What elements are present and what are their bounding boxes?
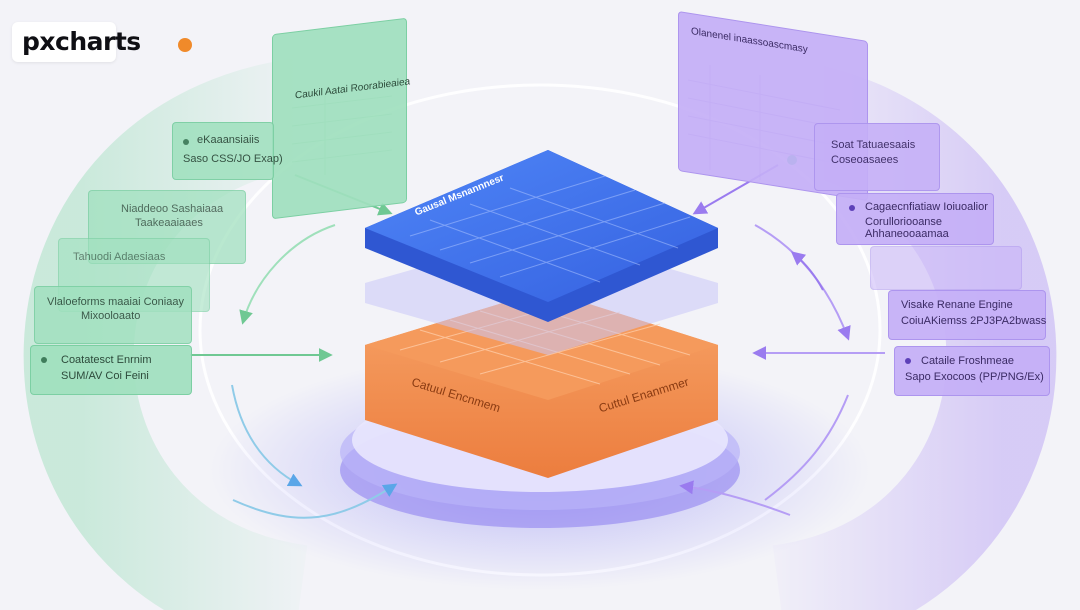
right-card-d-bullet-icon bbox=[905, 358, 911, 364]
left-data-panel: Caukil Aatai Roorabieaiea bbox=[272, 17, 411, 220]
left-card-d-subtitle: Mixooloaato bbox=[81, 310, 141, 322]
left-data-panel-title: Caukil Aatai Roorabieaiea bbox=[295, 76, 411, 102]
left-card-e-subtitle: SUM/AV Coi Feini bbox=[61, 370, 149, 382]
right-card-d: Cataile Froshmeae Sapo Exocoos (PP/PNG/E… bbox=[894, 346, 1050, 396]
right-card-b: Cagaecnfiatiaw Ioiuoalior Corulloriooans… bbox=[836, 193, 994, 245]
right-card-a-title: Soat Tatuaesaais bbox=[831, 139, 916, 151]
right-card-b-title: Cagaecnfiatiaw Ioiuoalior bbox=[865, 201, 988, 213]
left-card-csv-subtitle: Saso CSS/JO Exap) bbox=[183, 153, 283, 165]
right-card-a: Soat Tatuaesaais Coseoasaees bbox=[814, 123, 940, 191]
right-card-b-bullet-icon bbox=[849, 205, 855, 211]
brand-badge: pxcharts bbox=[12, 22, 141, 62]
right-card-c: Visake Renane Engine CoiuAKiemss 2PJ3PA2… bbox=[888, 290, 1046, 340]
brand-dot-icon bbox=[178, 38, 192, 52]
left-card-c-title: Tahuodi Adaesiaas bbox=[73, 251, 166, 263]
brand-name: pxcharts bbox=[22, 27, 141, 56]
left-card-csv-title: eKaaansiaiis bbox=[197, 134, 260, 146]
left-card-csv: eKaaansiaiis Saso CSS/JO Exap) bbox=[172, 122, 283, 180]
right-data-panel-title: Olanenel inaassoascmasy bbox=[691, 26, 808, 56]
left-card-d: Vlaloeforms maaiai Coniaay Mixooloaato bbox=[34, 286, 192, 344]
left-card-e-title: Coatatesct Enrnim bbox=[61, 354, 152, 366]
left-card-b-subtitle: Taakeaaiaaes bbox=[135, 217, 203, 229]
left-card-d-title: Vlaloeforms maaiai Coniaay bbox=[47, 296, 184, 308]
right-card-b-subtitle: Corulloriooanse Ahhaneooaamaa bbox=[865, 216, 949, 240]
right-card-spacer bbox=[870, 246, 1022, 290]
right-card-c-subtitle: CoiuAKiemss 2PJ3PA2bwass bbox=[901, 315, 1047, 327]
right-card-c-title: Visake Renane Engine bbox=[901, 299, 1013, 311]
right-card-d-subtitle: Sapo Exocoos (PP/PNG/Ex) bbox=[905, 371, 1044, 383]
right-card-a-subtitle: Coseoasaees bbox=[831, 154, 899, 166]
left-card-e: Coatatesct Enrnim SUM/AV Coi Feini bbox=[30, 345, 192, 395]
left-card-csv-bullet-icon bbox=[183, 139, 189, 145]
right-card-d-title: Cataile Froshmeae bbox=[921, 355, 1014, 367]
left-card-e-bullet-icon bbox=[41, 357, 47, 363]
left-card-b-title: Niaddeoo Sashaiaaa bbox=[121, 203, 224, 215]
